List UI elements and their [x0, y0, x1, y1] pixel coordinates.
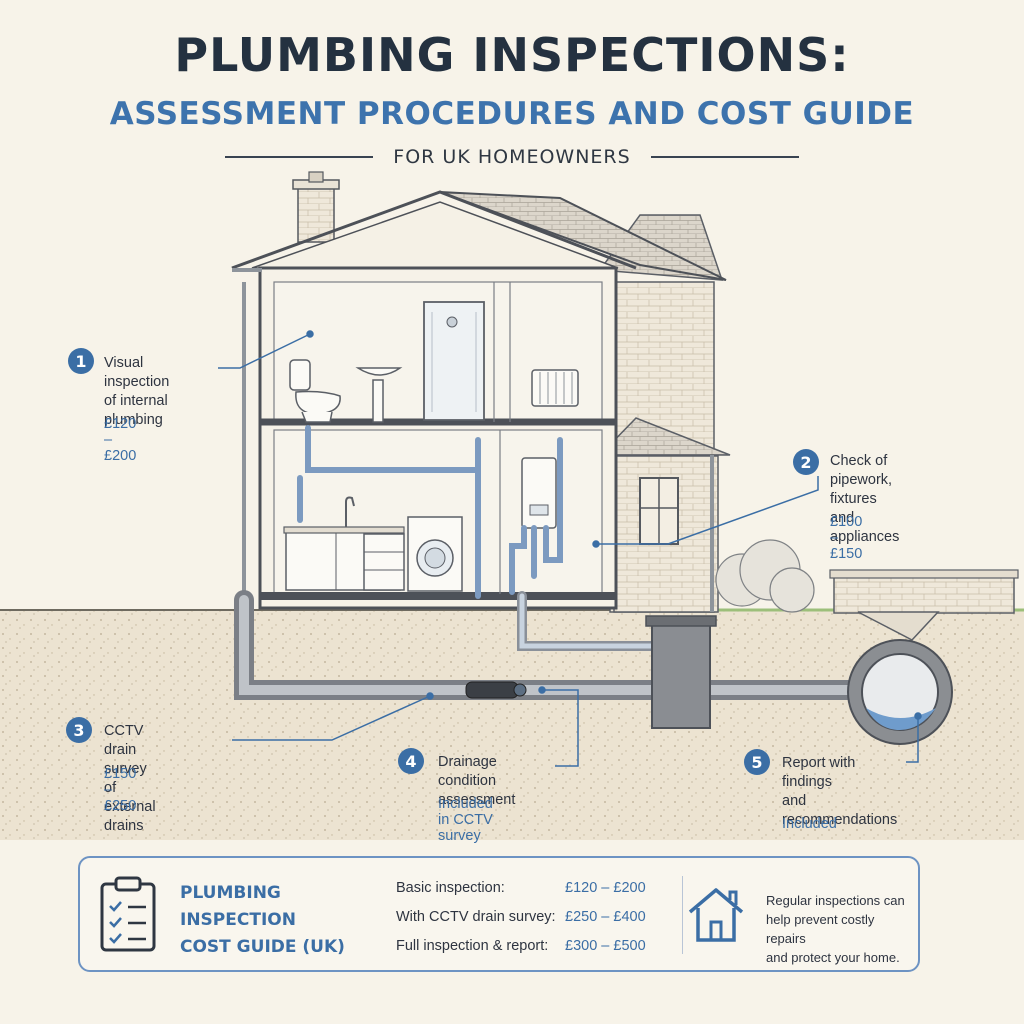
callout-1-badge: 1 — [68, 348, 94, 374]
audience-label: FOR UK HOMEOWNERS — [393, 146, 631, 168]
callout-4-text: Drainage condition assessment — [438, 754, 516, 808]
internal-pipework — [297, 425, 563, 599]
callout-5-text: Report with findings and recommendations — [782, 755, 898, 828]
audience-row: FOR UK HOMEOWNERS — [0, 146, 1024, 168]
cost-row-cctv-value: £250 – £400 — [565, 909, 646, 925]
left-rule — [225, 156, 374, 158]
house-icon — [688, 888, 744, 942]
callout-3-badge: 3 — [66, 717, 92, 743]
callout-5-price: Included — [782, 816, 837, 832]
callout-1-price: £120 – £200 — [104, 416, 137, 464]
garden-wall — [829, 569, 1019, 614]
cost-guide-panel: PLUMBING INSPECTION COST GUIDE (UK) Basi… — [78, 856, 920, 972]
callout-5-badge: 5 — [744, 749, 770, 775]
clipboard-checklist-icon — [100, 876, 156, 952]
callout-3-price: £150 – £250 — [104, 766, 137, 814]
main-roof — [231, 171, 727, 281]
cost-row-full-label: Full inspection & report: — [396, 938, 549, 954]
page-subtitle: ASSESSMENT PROCEDURES AND COST GUIDE — [109, 96, 915, 132]
cctv-camera — [465, 681, 527, 699]
callout-2-badge: 2 — [793, 449, 819, 475]
cost-guide-title: PLUMBING INSPECTION COST GUIDE (UK) — [180, 883, 345, 957]
cost-row-full-value: £300 – £500 — [565, 938, 646, 954]
bathroom-fixtures — [289, 301, 579, 423]
cost-guide-note: Regular inspections can help prevent cos… — [766, 893, 905, 965]
garden-shrub — [715, 539, 815, 613]
callout-4-price: Included in CCTV survey — [438, 796, 493, 844]
kitchen-fixtures — [283, 457, 557, 592]
cost-row-basic-value: £120 – £200 — [565, 880, 646, 896]
inspection-chamber — [645, 615, 717, 729]
right-rule — [650, 156, 799, 158]
cost-row-cctv-label: With CCTV drain survey: — [396, 909, 556, 925]
callout-2-price: £100 – £150 — [830, 514, 863, 562]
callout-3-text: CCTV drain survey of external drains — [104, 723, 156, 834]
page-title: PLUMBING INSPECTIONS: — [174, 28, 850, 82]
callout-2-text: Check of pipework, fixtures and applianc… — [830, 453, 900, 545]
callout-1-text: Visual inspection of internal plumbing — [104, 355, 170, 428]
cost-row-basic-label: Basic inspection: — [396, 880, 505, 896]
callout-leaders — [218, 330, 922, 767]
callout-4-badge: 4 — [398, 748, 424, 774]
cost-divider — [682, 876, 683, 954]
